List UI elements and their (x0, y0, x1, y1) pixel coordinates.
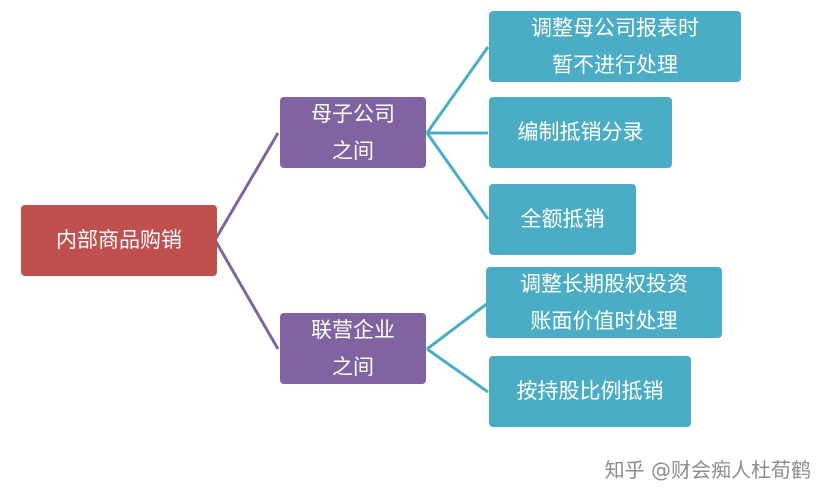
connector-branch-2-to-leaf-4 (426, 301, 489, 351)
connector-root-to-branch-1 (213, 132, 280, 241)
connector-branch-1-to-leaf-3 (425, 132, 490, 220)
leaf-node-equity-investment-adjustment: 调整长期股权投资 账面价值时处理 (486, 267, 722, 338)
leaf-node-no-adjustment: 调整母公司报表时 暂不进行处理 (489, 11, 741, 82)
branch-node-parent-subsidiary: 母子公司 之间 (280, 97, 426, 168)
leaf-node-full-elimination: 全额抵销 (489, 184, 636, 255)
leaf-node-proportional-elimination: 按持股比例抵销 (489, 356, 691, 427)
connector-branch-2-to-leaf-5 (426, 347, 489, 394)
branch-node-associate-enterprise: 联营企业 之间 (280, 313, 426, 384)
connector-root-to-branch-2 (213, 239, 280, 350)
watermark-text: 知乎 @财会痴人杜荀鹤 (604, 458, 811, 482)
root-node-internal-sales: 内部商品购销 (21, 205, 217, 276)
leaf-node-elimination-entry: 编制抵销分录 (489, 97, 672, 168)
connector-branch-1-to-leaf-1 (425, 46, 490, 134)
